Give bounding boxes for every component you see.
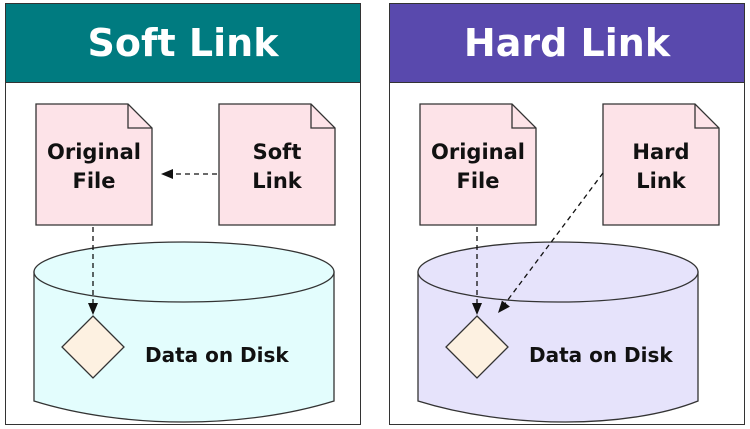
soft-link-panel: Soft Link Original File Soft Link Data <box>5 3 361 425</box>
soft-original-file-fold <box>127 104 152 129</box>
hard-original-file-fold <box>511 104 536 129</box>
soft-link-file-fold <box>310 104 335 129</box>
soft-disk <box>33 241 335 423</box>
soft-link-diagram: Original File Soft Link Data on Disk <box>6 83 360 424</box>
hard-disk <box>417 241 699 423</box>
soft-link-file-label: Soft Link <box>252 140 302 193</box>
hard-link-to-data-arrowhead <box>498 300 510 313</box>
hard-original-to-data-arrowhead <box>472 303 482 315</box>
soft-link-file-shape <box>218 103 336 226</box>
soft-link-diagram-svg <box>33 103 336 423</box>
hard-link-diagram: Original File Hard Link Data on Disk <box>390 83 744 424</box>
hard-disk-label: Data on Disk <box>529 343 673 367</box>
soft-link-title: Soft Link <box>6 4 360 83</box>
hard-original-file-label: Original File <box>431 140 525 193</box>
hard-link-file-fold <box>694 104 719 129</box>
hard-link-panel: Hard Link Original File Hard Link Data o… <box>389 3 745 425</box>
hard-link-to-data-arrow <box>503 172 604 306</box>
hard-link-title: Hard Link <box>390 4 744 83</box>
hard-data-block-diamond <box>445 315 509 379</box>
hard-disk-top <box>417 241 699 303</box>
hard-link-file-label: Hard Link <box>632 140 690 193</box>
soft-link-to-original-arrowhead <box>161 169 173 179</box>
soft-disk-body <box>33 271 335 423</box>
hard-original-file-shape <box>419 103 537 226</box>
soft-data-block-diamond <box>61 315 125 379</box>
hard-link-file-shape <box>602 103 720 226</box>
soft-original-file-shape <box>35 103 153 226</box>
soft-disk-label: Data on Disk <box>145 343 289 367</box>
soft-original-to-data-arrowhead <box>88 303 98 315</box>
hard-link-diagram-svg <box>417 103 720 423</box>
soft-disk-top <box>33 241 335 303</box>
hard-disk-body <box>417 271 699 423</box>
soft-original-file-label: Original File <box>47 140 141 193</box>
